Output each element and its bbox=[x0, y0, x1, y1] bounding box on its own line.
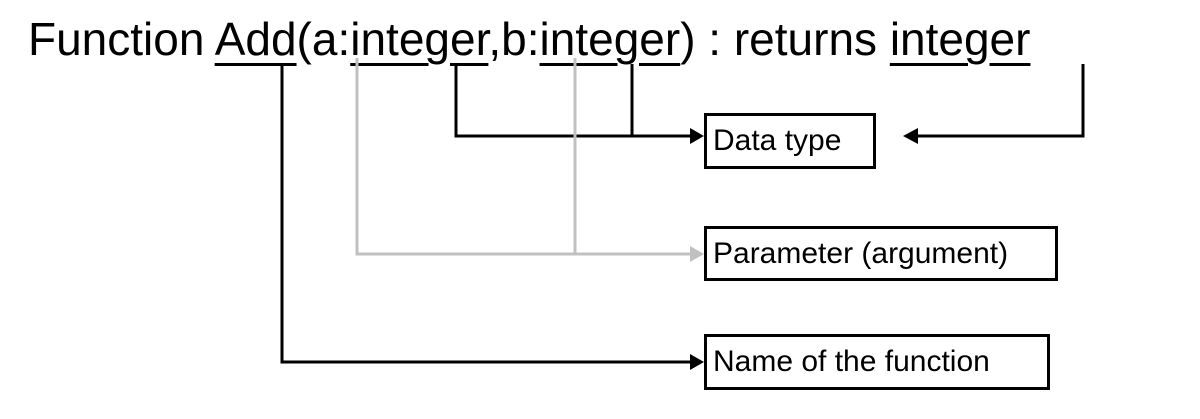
param2-type: integer bbox=[539, 13, 681, 65]
connector-function-name bbox=[280, 64, 690, 364]
arrowhead-to-parameter bbox=[690, 246, 704, 262]
connector-return-type bbox=[918, 64, 1085, 138]
keyword-function: Function bbox=[28, 13, 205, 65]
returns-keyword: : returns bbox=[708, 13, 878, 65]
label-parameter: Parameter (argument) bbox=[704, 226, 1058, 281]
connector-param2-type bbox=[630, 64, 690, 138]
param1-name: a bbox=[311, 13, 338, 65]
param1-type: integer bbox=[350, 13, 489, 65]
connector-param1-type bbox=[454, 64, 632, 138]
connector-param1-name bbox=[355, 58, 690, 256]
function-signature: Function Add(a:integer,b:integer) : retu… bbox=[28, 6, 1030, 72]
open-paren: ( bbox=[296, 13, 312, 65]
arrowhead-to-datatype bbox=[690, 128, 704, 144]
colon-1: : bbox=[337, 13, 351, 65]
comma: , bbox=[488, 13, 502, 65]
label-data-type: Data type bbox=[704, 113, 876, 169]
arrowhead-to-function-name bbox=[690, 354, 704, 370]
label-data-type-text: Data type bbox=[713, 124, 842, 157]
colon-2: : bbox=[526, 13, 540, 65]
label-function-name: Name of the function bbox=[704, 334, 1050, 390]
param2-name: b bbox=[501, 13, 527, 65]
close-paren: ) bbox=[680, 13, 696, 65]
label-parameter-text: Parameter (argument) bbox=[713, 236, 1009, 270]
return-type: integer bbox=[889, 13, 1031, 65]
function-name: Add bbox=[214, 13, 297, 65]
label-function-name-text: Name of the function bbox=[713, 345, 990, 378]
arrowhead-return-to-datatype bbox=[903, 128, 918, 144]
